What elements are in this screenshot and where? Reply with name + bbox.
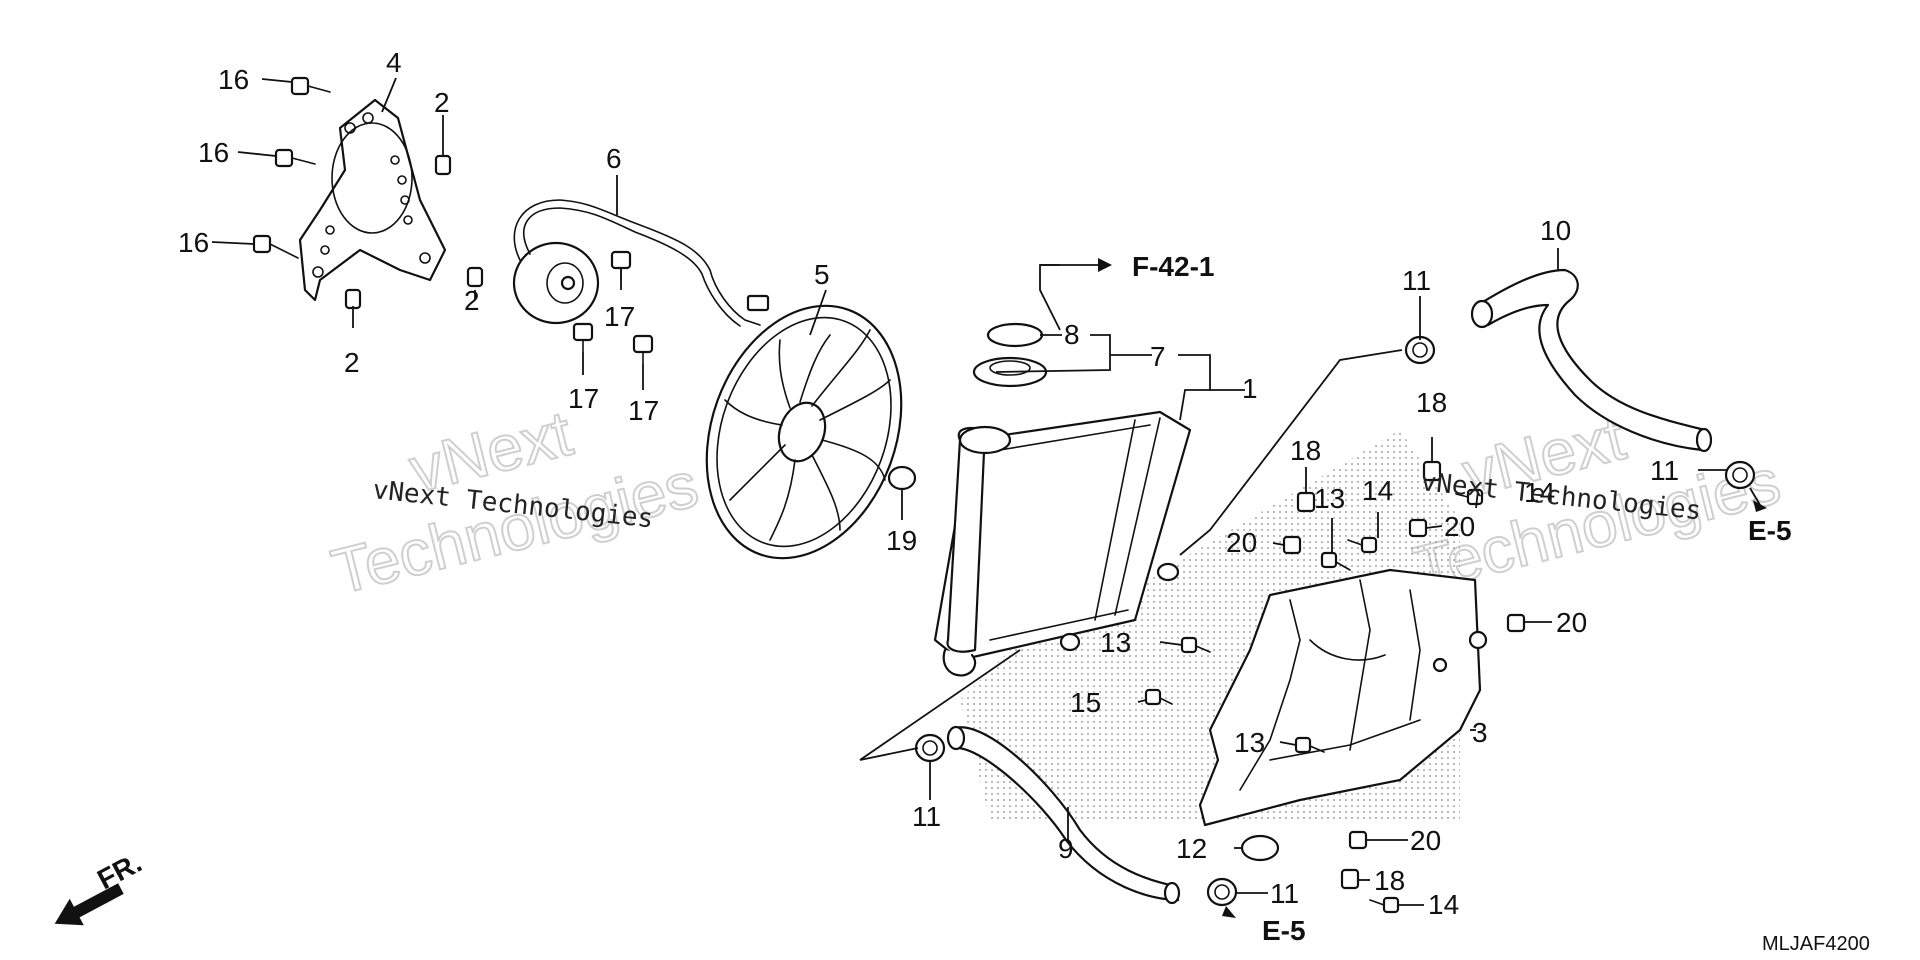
- hose-clamp-11d: [1206, 877, 1238, 907]
- bolt-13a: [1320, 551, 1351, 571]
- radiator-shroud: [1198, 568, 1488, 827]
- clip-18a: [1296, 491, 1316, 513]
- hose-clamp-11a: [1404, 335, 1436, 365]
- callout-1: 1: [1242, 373, 1258, 404]
- bolt-13b: [1180, 636, 1211, 654]
- callout-18b: 18: [1416, 387, 1447, 418]
- bolt-16c: [252, 234, 299, 259]
- clip-2a: [434, 154, 452, 176]
- leader-lines: [211, 77, 1761, 906]
- clip-20d: [1348, 830, 1368, 850]
- fan-bracket: [298, 98, 447, 302]
- clip-2b: [466, 266, 484, 288]
- callout-4: 4: [386, 47, 402, 78]
- callout-6: 6: [606, 143, 622, 174]
- reference-e-5-bottom-arrow: [1222, 906, 1236, 918]
- callout-12: 12: [1176, 833, 1207, 864]
- cap-seal: [986, 322, 1044, 348]
- callout-2c: 2: [344, 347, 360, 378]
- bolt-16b: [274, 148, 316, 168]
- callout-3: 3: [1472, 717, 1488, 748]
- callout-2a: 2: [434, 87, 450, 118]
- grommet-12: [1240, 834, 1280, 862]
- clip-20a: [1282, 535, 1302, 555]
- reference-e-5-bottom: E-5: [1262, 915, 1306, 946]
- radiator: [933, 410, 1192, 677]
- front-direction-label: FR.: [92, 847, 146, 896]
- callout-11c: 11: [912, 801, 941, 832]
- clip-20b: [1408, 518, 1428, 538]
- clip-20c: [1506, 613, 1526, 633]
- callout-16c: 16: [178, 227, 209, 258]
- callout-13c: 13: [1234, 727, 1265, 758]
- callout-8: 8: [1064, 319, 1080, 350]
- callout-14c: 14: [1428, 889, 1459, 920]
- bolt-14a: [1347, 536, 1378, 554]
- hose-clamp-11c: [914, 733, 946, 763]
- bolt-17b: [572, 322, 594, 353]
- nut-19: [887, 465, 917, 491]
- callout-11b: 11: [1650, 455, 1679, 486]
- callout-17a: 17: [604, 301, 635, 332]
- callout-19: 19: [886, 525, 917, 556]
- callout-14b: 14: [1524, 477, 1555, 508]
- callout-16a: 16: [218, 64, 249, 95]
- bolt-14c: [1369, 896, 1400, 914]
- callout-5: 5: [814, 259, 830, 290]
- reference-e-5-right: E-5: [1748, 515, 1792, 546]
- callout-11a: 11: [1402, 265, 1431, 296]
- cooling-fan: [705, 304, 903, 560]
- diagram-code: MLJAF4200: [1762, 933, 1870, 955]
- callout-9: 9: [1058, 833, 1074, 864]
- lower-radiator-hose: [946, 725, 1181, 905]
- callout-20c: 20: [1556, 607, 1587, 638]
- callout-16b: 16: [198, 137, 229, 168]
- callout-20b: 20: [1444, 511, 1475, 542]
- callout-20a: 20: [1226, 527, 1257, 558]
- callout-13b: 13: [1100, 627, 1131, 658]
- callout-11d: 11: [1270, 878, 1299, 909]
- callout-14a: 14: [1362, 475, 1393, 506]
- callout-18a: 18: [1290, 435, 1321, 466]
- clip-18c: [1340, 868, 1360, 890]
- callout-17c: 17: [628, 395, 659, 426]
- fan-motor: [512, 199, 770, 327]
- upper-radiator-hose: [1470, 268, 1713, 453]
- reference-f-42-1: F-42-1: [1132, 251, 1214, 282]
- reference-e-5-right-arrow: [1753, 500, 1767, 512]
- callout-7: 7: [1150, 341, 1166, 372]
- callout-18c: 18: [1374, 865, 1405, 896]
- callout-13a: 13: [1314, 483, 1345, 514]
- callout-20d: 20: [1410, 825, 1441, 856]
- hose-clamp-11b: [1724, 460, 1756, 490]
- front-direction-arrow: [54, 883, 124, 926]
- bolt-15: [1144, 688, 1173, 706]
- bolt-16a: [290, 76, 331, 96]
- callout-2b: 2: [464, 285, 480, 316]
- reference-f-42-1-arrow: [1098, 258, 1112, 272]
- callout-10: 10: [1540, 215, 1571, 246]
- bolt-17c: [632, 334, 654, 365]
- clip-2c: [344, 288, 362, 310]
- callout-15: 15: [1070, 687, 1101, 718]
- callout-17b: 17: [568, 383, 599, 414]
